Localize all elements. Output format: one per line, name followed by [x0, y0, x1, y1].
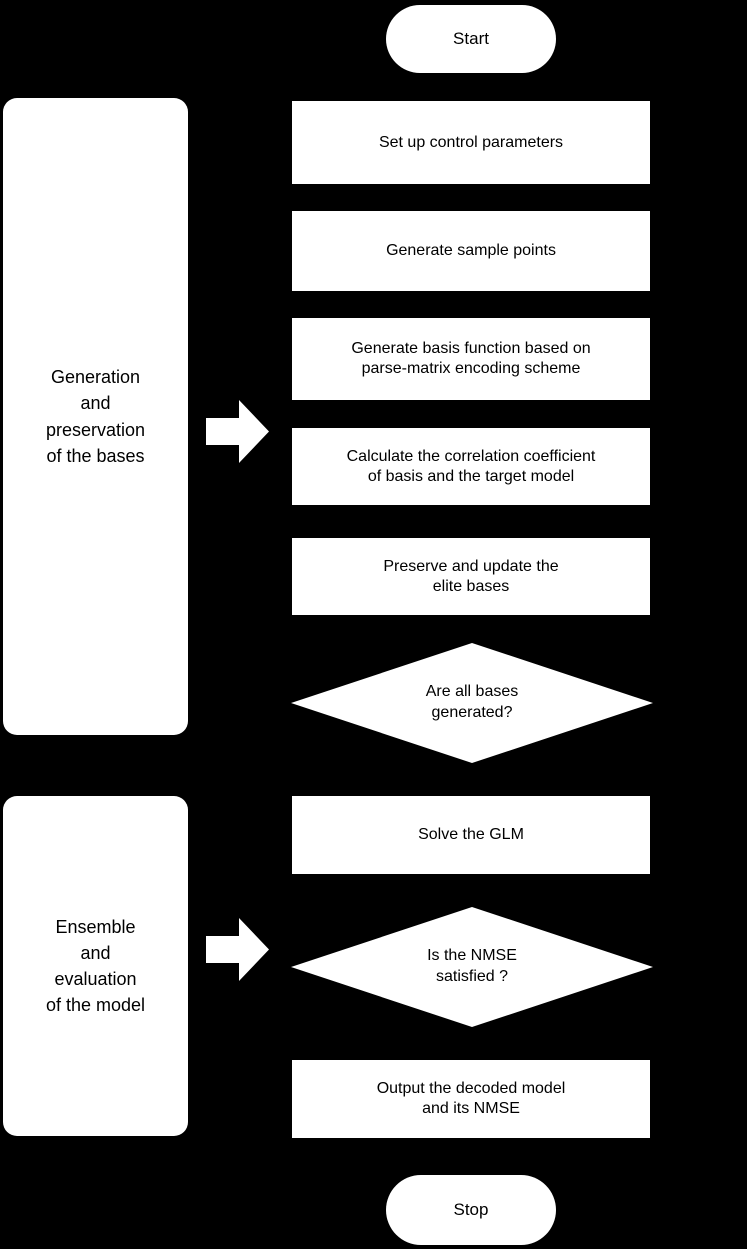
start-label: Start [453, 29, 489, 49]
process-set-up-control-parameters: Set up control parameters [292, 101, 650, 184]
stop-terminator: Stop [386, 1175, 556, 1245]
process-set-up-control-parameters-label: Set up control parameters [378, 133, 564, 151]
process-solve-the-glm-label: Solve the GLM [418, 826, 524, 843]
stop-label: Stop [453, 1200, 489, 1220]
start-terminator: Start [386, 5, 556, 73]
process-generate-sample-points-label: Generate sample points [386, 242, 556, 259]
right-block-arrow-icon-lower [206, 918, 269, 981]
right-block-arrow-icon-upper [206, 400, 269, 463]
process-solve-the-glm: Solve the GLM [292, 796, 650, 874]
process-generate-sample-points: Generate sample points [292, 211, 650, 291]
